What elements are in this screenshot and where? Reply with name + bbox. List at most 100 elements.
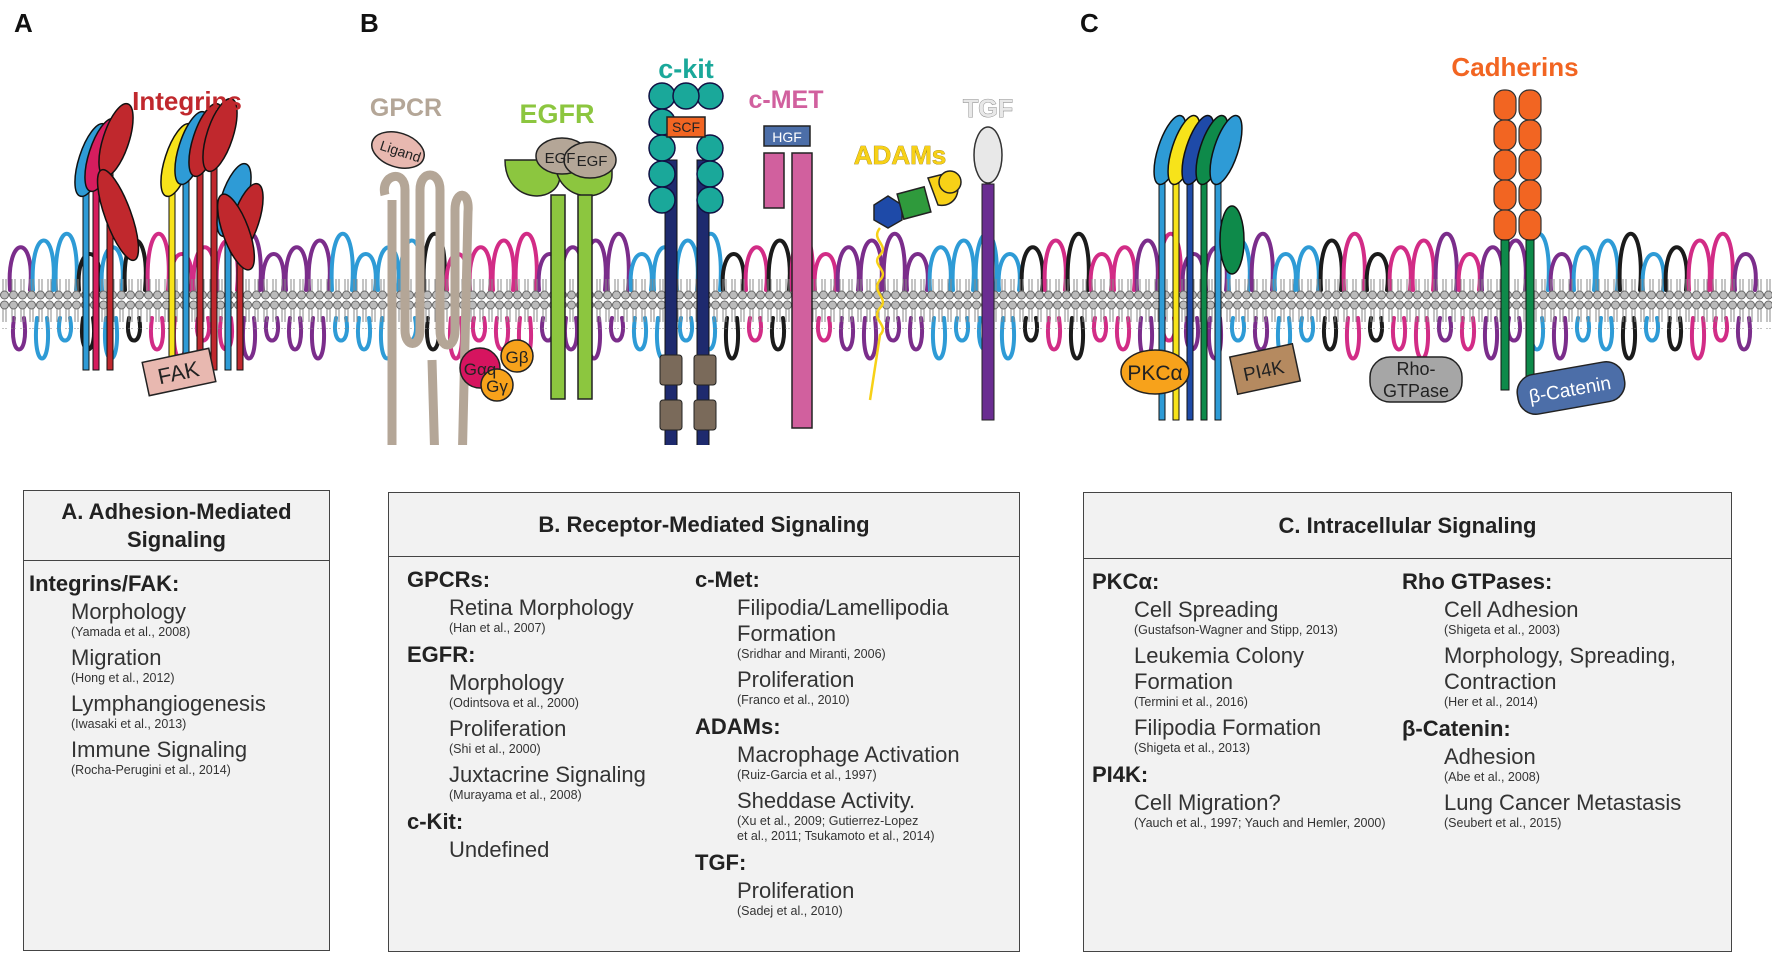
tetraspanin-loop [743, 245, 769, 292]
tetraspanin-loop [1019, 245, 1045, 292]
g-beta-subunit [500, 339, 534, 373]
citation: (Shigeta et al., 2013) [1134, 741, 1251, 755]
integrin-subunit-stalk [182, 167, 190, 371]
gpcr-helix [379, 170, 473, 445]
integrin-subunit-stalk [1200, 169, 1208, 421]
function-item: Immune Signaling [71, 737, 248, 762]
function-item: Adhesion [1444, 744, 1536, 769]
box-a-title: A. Adhesion-Mediated Signaling [24, 491, 329, 561]
tetraspanin-loop [1709, 231, 1735, 292]
citation: (Yauch et al., 1997; Yauch and Hemler, 2… [1134, 816, 1386, 830]
box-b-left-column: GPCRs:Retina Morphology(Han et al., 2007… [407, 561, 677, 863]
ckit-domain [648, 82, 676, 110]
integrins-label: Integrins [132, 86, 242, 116]
adam-domain [873, 195, 903, 229]
adam-domain [938, 170, 962, 194]
hgf-label: HGF [772, 129, 802, 145]
cadherin-stalk [1500, 239, 1510, 391]
scf-box [666, 116, 706, 138]
function-item: Proliferation [449, 716, 567, 741]
tetraspanin-tail [724, 316, 740, 361]
function-item: Leukemia Colony [1134, 643, 1304, 668]
tetraspanin-loop [1548, 252, 1574, 292]
cadherin-domain [1518, 149, 1542, 181]
g-beta-label: Gβ [505, 348, 528, 367]
pkc-label: PKCα [1127, 362, 1182, 385]
tetraspanin-tail [1621, 316, 1637, 361]
citation: (Rocha-Perugini et al., 2014) [71, 763, 231, 777]
tetraspanin-loop [1617, 231, 1643, 292]
category-heading: PI4K: [1092, 762, 1149, 787]
integrin-subunit-head [216, 193, 256, 271]
tgf-ligand [973, 126, 1003, 184]
rho-label-line1: Rho- [1396, 359, 1435, 379]
tetraspanin-tail [310, 316, 326, 361]
tetraspanin-loop [53, 231, 79, 292]
adams-label: ADAMs [854, 140, 946, 170]
tetraspanin-tail [1115, 316, 1131, 352]
panel-letter-c: C [1080, 8, 1099, 38]
function-item: Undefined [449, 837, 550, 862]
integrin-subunit-stalk [82, 179, 90, 371]
tgf-label: TGF [963, 95, 1013, 123]
beta-catenin-shape [1516, 361, 1626, 415]
citation: et al., 2011; Tsukamoto et al., 2014) [737, 829, 935, 843]
citation: (Shigeta et al., 2003) [1444, 623, 1561, 637]
kinase-domain [693, 354, 717, 386]
tetraspanin-loop [352, 252, 378, 292]
tetraspanin-loop [1364, 252, 1390, 292]
integrin-subunit-head [96, 168, 140, 262]
tetraspanin-loop [7, 245, 33, 292]
category-heading: β-Catenin: [1402, 716, 1511, 741]
fak-box [141, 347, 217, 397]
tetraspanin-loop [1249, 231, 1275, 292]
tetraspanin-tail [1046, 316, 1062, 352]
tetraspanin-tail [1000, 316, 1016, 361]
category-heading: Rho GTPases: [1402, 569, 1553, 594]
box-intracellular-signaling: C. Intracellular Signaling PKCα:Cell Spr… [1083, 492, 1732, 952]
integrin-subunit-stalk [1186, 169, 1194, 421]
tetraspanin-tail [770, 316, 786, 352]
adam-helix [868, 227, 885, 401]
tetraspanin-tail [839, 316, 855, 352]
tetraspanin-tail [1253, 316, 1269, 352]
cadherin-domain [1493, 209, 1517, 241]
ckit-domain [648, 160, 676, 188]
hgf-box [763, 125, 811, 147]
function-item: Filipodia/Lamellipodia [737, 595, 949, 620]
box-receptor-signaling: B. Receptor-Mediated Signaling GPCRs:Ret… [388, 492, 1020, 952]
tetraspanin-loop [1686, 238, 1712, 292]
cmet-beta [791, 152, 813, 429]
function-item: Cell Spreading [1134, 597, 1279, 622]
tetraspanin-loop [605, 231, 631, 292]
tetraspanin-loop [1456, 252, 1482, 292]
citation: (Sridhar and Miranti, 2006) [737, 647, 886, 661]
tetraspanin-tail [287, 316, 303, 352]
kinase-domain [659, 399, 683, 431]
box-b-title: B. Receptor-Mediated Signaling [389, 493, 1019, 557]
category-heading: c-Met: [695, 567, 760, 592]
pi4k-box [1228, 342, 1302, 396]
lipid-bilayer [0, 279, 1772, 329]
tetraspanin-tail [356, 316, 372, 352]
tetraspanin-tail [908, 316, 924, 352]
citation: (Seubert et al., 2015) [1444, 816, 1562, 830]
function-item: Lung Cancer Metastasis [1444, 790, 1682, 815]
panel-letter-a: A [14, 8, 33, 38]
box-c-right-column: Rho GTPases:Cell Adhesion(Shigeta et al.… [1402, 563, 1727, 836]
citation: (Her et al., 2014) [1444, 695, 1538, 709]
cadherin-domain [1493, 89, 1517, 121]
pkc-shape [1120, 349, 1190, 395]
function-item: Formation [737, 621, 837, 646]
integrin-subunit-head [1219, 205, 1245, 275]
tetraspanin-loop [881, 231, 907, 292]
function-item: Retina Morphology [449, 595, 634, 620]
box-a-title-line1: A. Adhesion-Mediated [61, 498, 292, 524]
egf-label: EGF [577, 153, 608, 170]
panel-letter-b: B [360, 8, 379, 38]
tetraspanin-loop [1433, 231, 1459, 292]
ckit-domain [696, 134, 724, 162]
box-c-title: C. Intracellular Signaling [1084, 493, 1731, 559]
box-a-content: Integrins/FAK:Morphology(Yamada et al., … [29, 565, 324, 783]
tetraspanin-loop [1088, 252, 1114, 292]
